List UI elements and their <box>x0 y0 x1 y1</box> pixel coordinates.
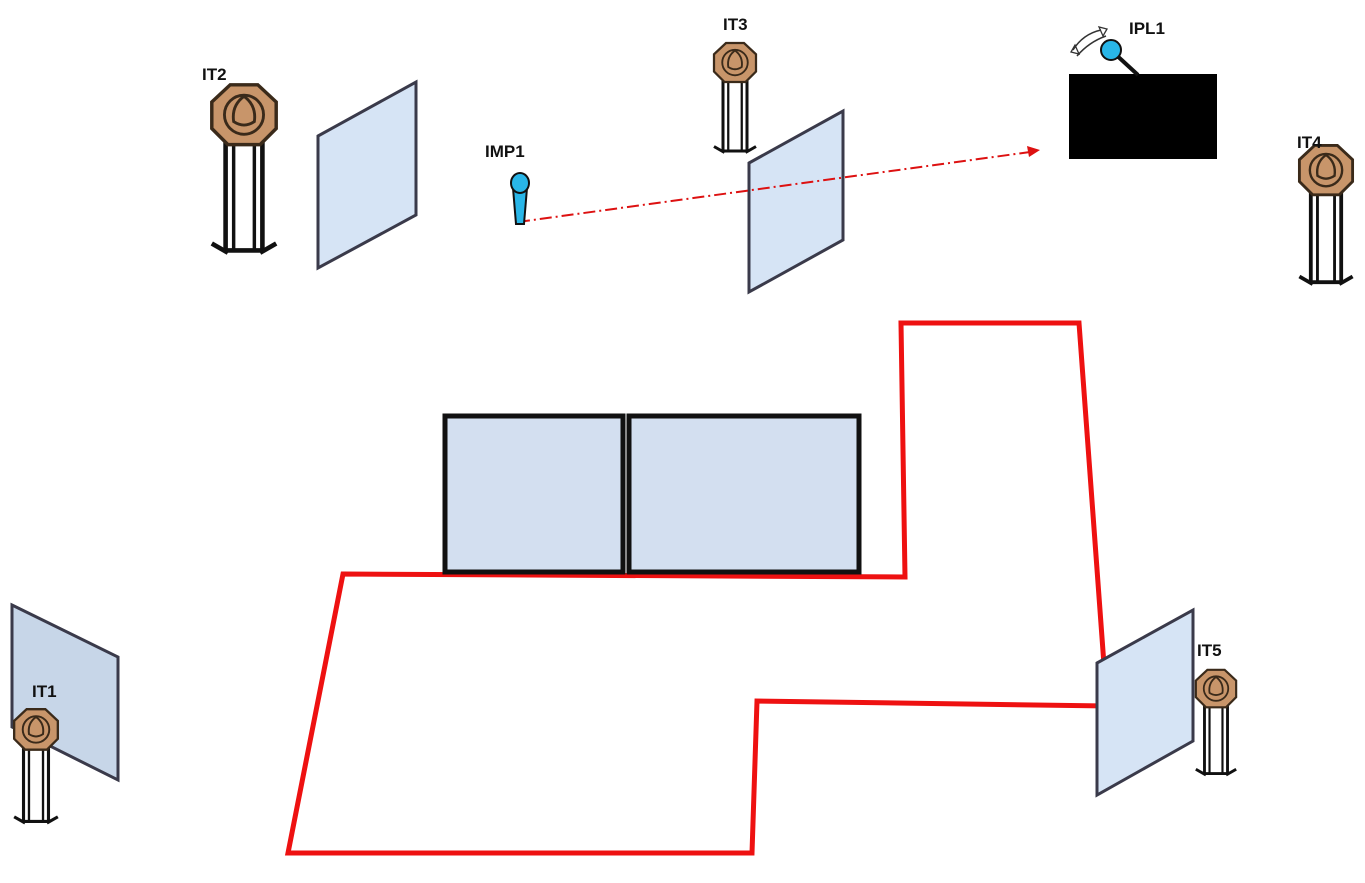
aim-line <box>517 151 1031 223</box>
label-it5: IT5 <box>1197 641 1222 660</box>
label-imp1: IMP1 <box>485 142 525 161</box>
label-it2: IT2 <box>202 65 227 84</box>
steel-target-it4 <box>1297 143 1355 287</box>
steel-target-it2 <box>212 85 276 253</box>
shooting-area-boundary <box>284 320 1110 856</box>
barricade-wall-left <box>442 413 626 575</box>
steel-target-it5 <box>1194 668 1238 777</box>
aim-arrowhead <box>1027 146 1040 157</box>
label-ipl1: IPL1 <box>1129 19 1165 38</box>
label-it4: IT4 <box>1297 133 1322 152</box>
shooting-position-icon <box>510 172 530 225</box>
label-it1: IT1 <box>32 682 57 701</box>
swinging-popper-icon <box>1070 26 1140 77</box>
panel-it2 <box>316 79 418 271</box>
panel-it3 <box>747 108 845 295</box>
label-it3: IT3 <box>723 15 748 34</box>
steel-target-it3 <box>712 41 758 154</box>
popper-base-box <box>1069 74 1217 159</box>
steel-target-it1 <box>12 707 60 825</box>
panel-it5 <box>1095 607 1195 798</box>
barricade-wall-right <box>626 413 862 575</box>
